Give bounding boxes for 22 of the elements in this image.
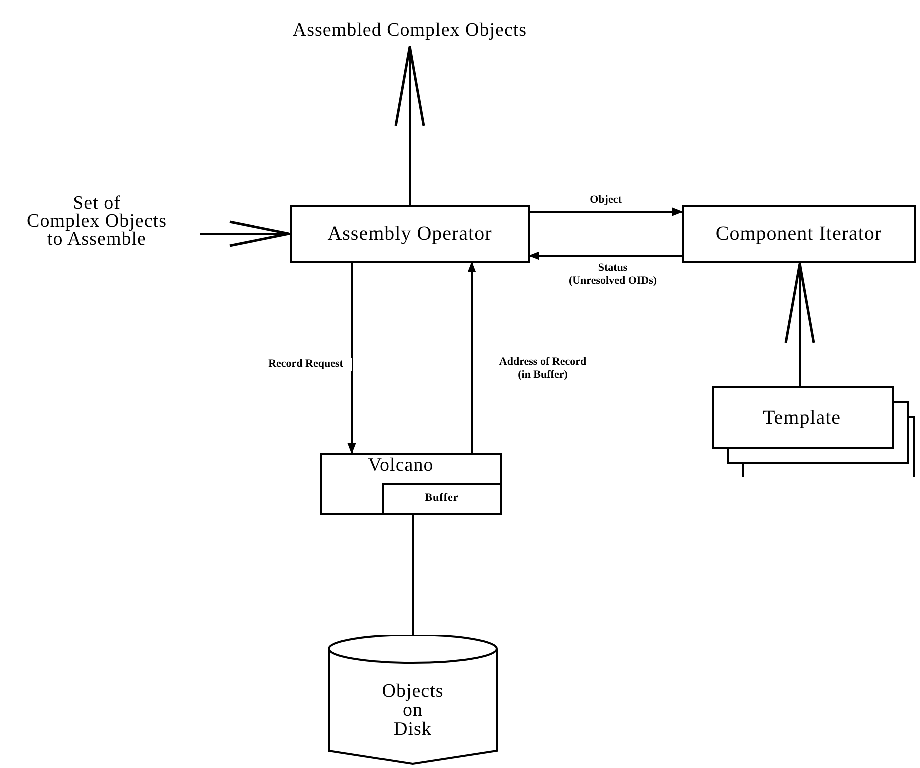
arrow [348,263,356,454]
caption-text: Set of Complex Objects to Assemble [27,194,167,250]
system-box [320,453,502,515]
node-text: Assembly Operator [328,222,492,246]
disk-cylinder [328,635,498,765]
arrow [200,220,290,248]
arrow [394,46,426,205]
arrow [784,262,816,386]
node-text: Template [762,406,842,430]
node-text: Component Iterator [716,222,882,246]
arrow [468,262,476,453]
arrow [530,252,682,260]
iterator-box [682,205,916,263]
node-text: Volcano [368,455,434,478]
node-text: Buffer [425,492,459,506]
node-text: Objects on Disk [382,682,444,738]
buffer-box [382,483,500,513]
arrow [530,208,682,216]
caption-text: Assembled Complex Objects [292,20,528,42]
connector-line [412,513,414,635]
template-card-stack [712,386,915,477]
operator-box [290,205,530,263]
